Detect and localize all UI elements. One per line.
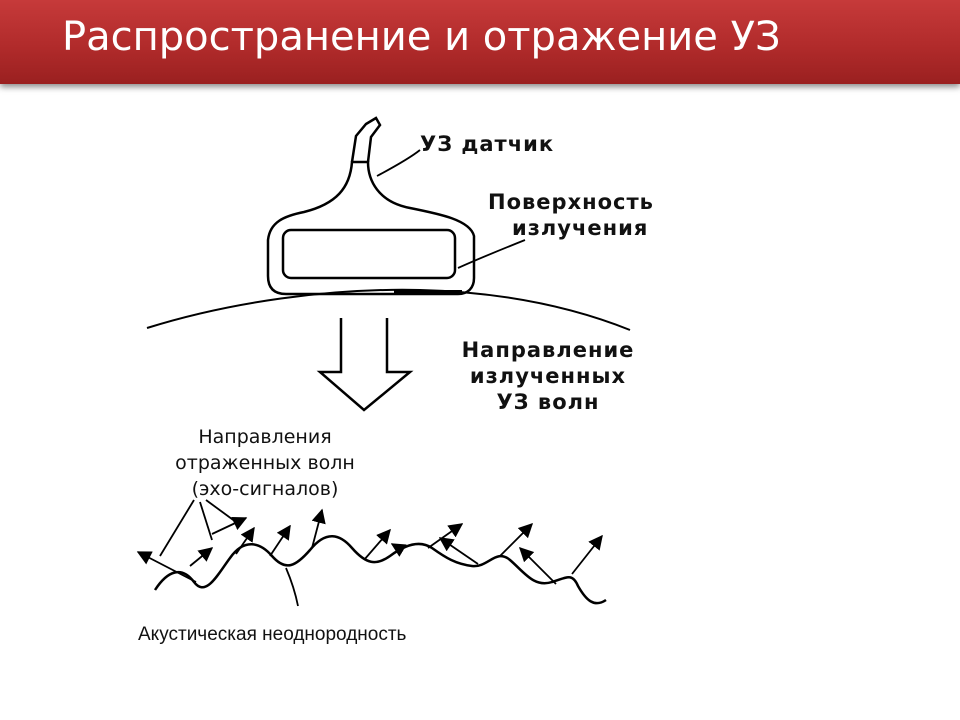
probe-leader-line (376, 149, 421, 177)
reflected-leader-line-1 (159, 499, 195, 557)
body-surface-curve (146, 288, 631, 331)
reflected-arrow-13 (571, 534, 603, 575)
reflected-label-line1: Направления (198, 426, 332, 448)
reflected-arrow-12 (518, 546, 557, 585)
reflected-label-line3: (эхо-сигналов) (191, 478, 339, 500)
title-bar: Распространение и отражение УЗ (0, 0, 960, 84)
slide-title: Распространение и отражение УЗ (62, 14, 781, 60)
reflected-leader-line-3 (205, 499, 237, 523)
surface-label-line2: излучения (512, 216, 649, 240)
reflected-arrow-8 (390, 543, 407, 557)
reflected-leader-line-2 (199, 501, 213, 541)
reflected-arrow-3 (211, 517, 248, 535)
probe-cable (350, 116, 382, 163)
emitted-label-line2: излученных (469, 364, 627, 388)
surface-leader-line (457, 239, 526, 269)
probe-label: УЗ датчик (420, 132, 555, 156)
emitted-label-line3: УЗ волн (496, 390, 600, 414)
inhomogeneity-wave (153, 535, 607, 605)
reflected-arrow-10 (438, 537, 479, 565)
reflected-arrow-2 (189, 547, 214, 567)
reflected-arrow-5 (269, 524, 291, 557)
surface-label-line1: Поверхность (488, 190, 654, 214)
reflected-wave-arrows (136, 508, 603, 585)
reflected-arrow-9 (427, 523, 464, 549)
reflected-arrow-7 (363, 528, 391, 561)
inhomogeneity-leader-line (285, 567, 299, 607)
emitted-direction-arrow (316, 318, 414, 412)
probe-body (266, 160, 476, 296)
probe-window (281, 228, 457, 280)
inhomogeneity-label: Акустическая неоднородность (138, 624, 407, 645)
emitted-label-line1: Направление (461, 338, 635, 362)
reflected-arrow-4 (235, 526, 255, 555)
reflected-arrow-11 (499, 522, 534, 557)
reflected-arrow-6 (311, 508, 326, 549)
reflected-label-line2: отраженных волн (175, 452, 355, 474)
reflected-arrow-1 (136, 551, 197, 583)
